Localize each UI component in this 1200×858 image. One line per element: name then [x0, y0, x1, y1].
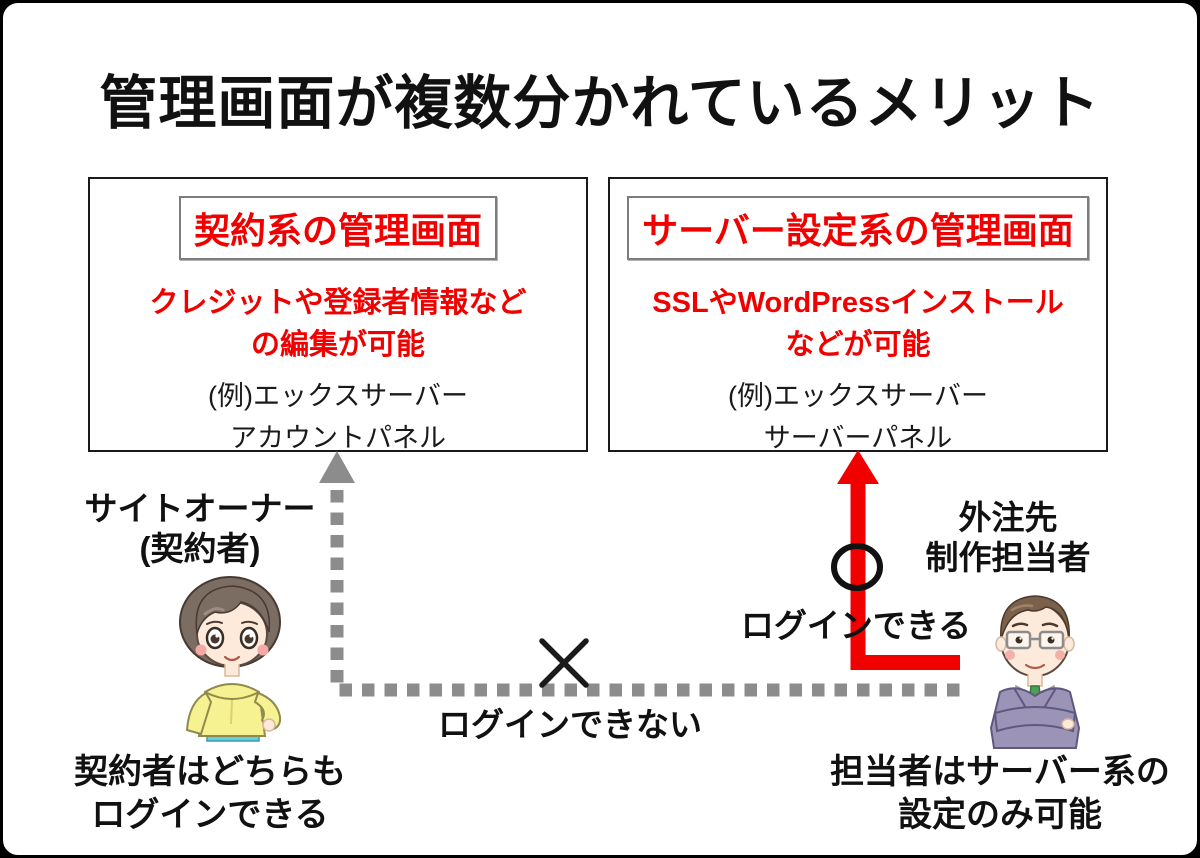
page-title: 管理画面が複数分かれているメリット [99, 71, 1101, 136]
server-desc-line1: SSLやWordPressインストール [652, 287, 1064, 319]
contractor-label: 外注先 制作担当者 [878, 498, 1138, 579]
server-example-line2: サーバーパネル [763, 422, 953, 453]
login-ok-label: ログインできる [740, 607, 972, 644]
owner-note-line1: 契約者はどちらも [74, 753, 346, 791]
owner-note: 契約者はどちらも ログインできる [40, 751, 380, 836]
contract-example-line1: (例)エックスサーバー [208, 381, 468, 412]
owner-label-line2: (契約者) [139, 530, 261, 568]
contractor-note: 担当者はサーバー系の 設定のみ可能 [820, 751, 1180, 836]
contract-example-line2: アカウントパネル [230, 422, 446, 453]
contract-desc-line2: の編集が可能 [250, 329, 425, 362]
contract-panel-description: クレジットや登録者情報など の編集が可能 [149, 282, 526, 366]
contractor-label-line2: 制作担当者 [925, 539, 1091, 577]
owner-label: サイトオーナー (契約者) [60, 489, 340, 570]
owner-label-line1: サイトオーナー [84, 490, 316, 527]
contract-panel: 契約系の管理画面 クレジットや登録者情報など の編集が可能 (例)エックスサーバ… [88, 177, 588, 453]
server-panel-example: (例)エックスサーバー サーバーパネル [728, 376, 988, 460]
login-ng-label: ログインできない [438, 706, 702, 743]
server-panel-heading: サーバー設定系の管理画面 [627, 196, 1089, 260]
contractor-note-line2: 設定のみ可能 [898, 795, 1102, 834]
server-panel-description: SSLやWordPressインストール などが可能 [652, 282, 1063, 366]
contractor-note-line1: 担当者はサーバー系の [830, 753, 1170, 791]
contractor-illustration [989, 595, 1081, 749]
owner-note-line2: ログインできる [91, 795, 329, 834]
contract-panel-heading: 契約系の管理画面 [178, 196, 497, 260]
site-owner-illustration [179, 576, 282, 742]
contract-desc-line1: クレジットや登録者情報など [149, 287, 527, 319]
contractor-label-line1: 外注先 [958, 499, 1058, 536]
contract-panel-example: (例)エックスサーバー アカウントパネル [208, 376, 468, 460]
server-example-line1: (例)エックスサーバー [728, 381, 988, 412]
server-desc-line2: などが可能 [785, 329, 931, 362]
server-panel: サーバー設定系の管理画面 SSLやWordPressインストール などが可能 (… [608, 177, 1108, 453]
